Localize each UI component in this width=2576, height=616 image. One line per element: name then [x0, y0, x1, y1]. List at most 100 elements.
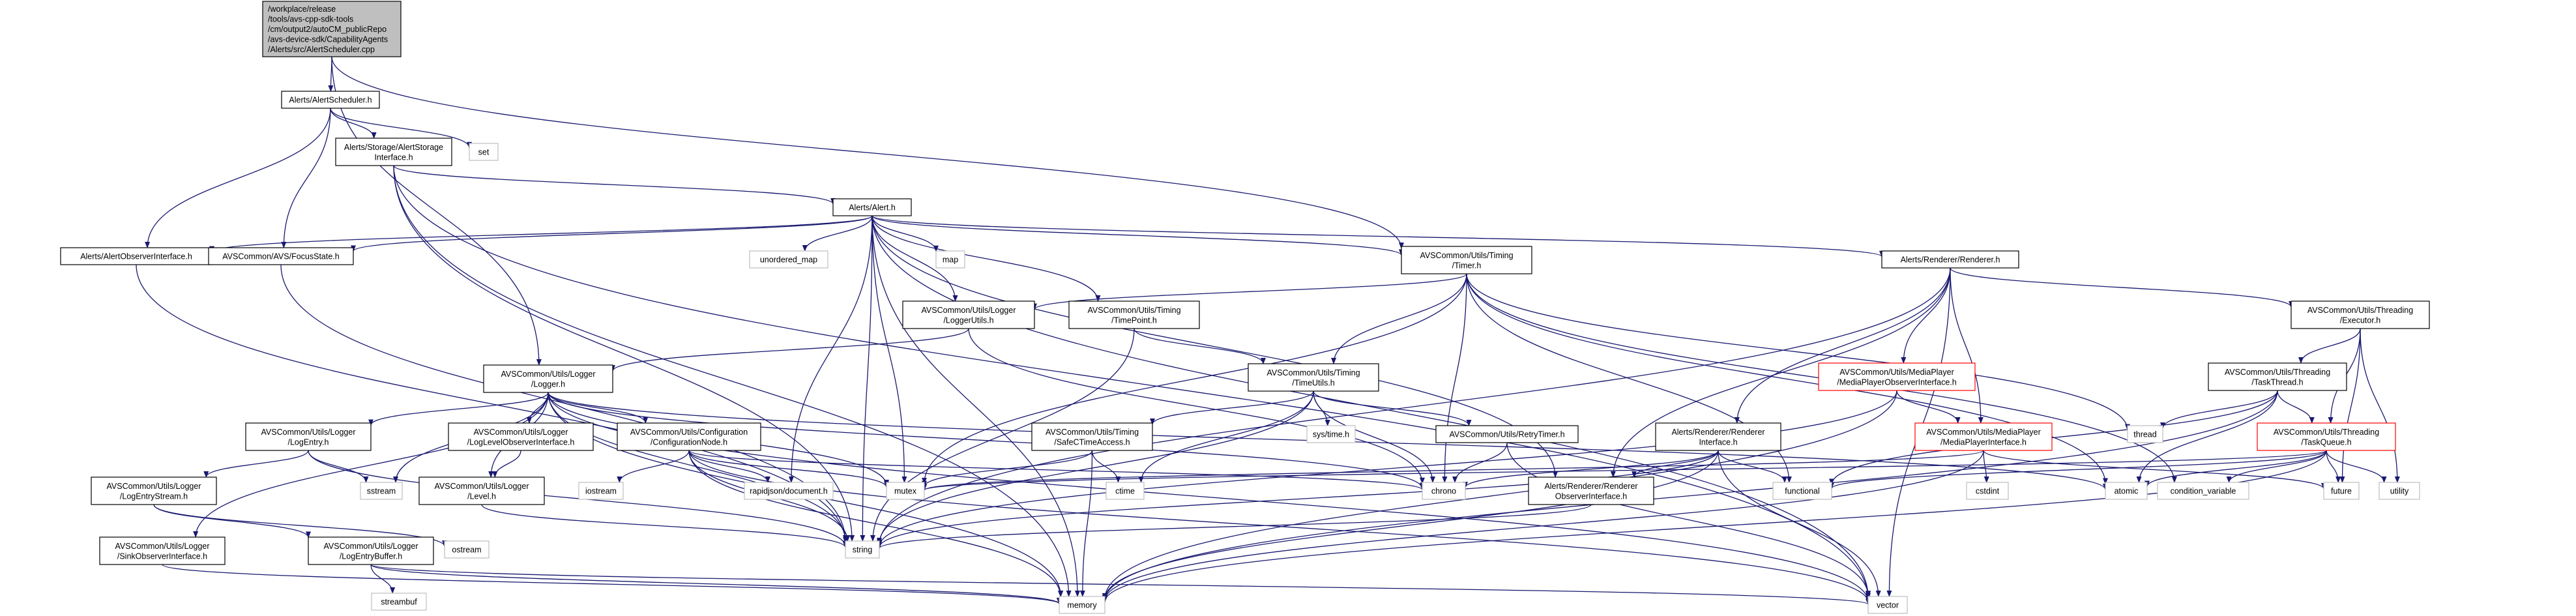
node-loggerutils[interactable]: AVSCommon/Utils/Logger/LoggerUtils.h — [902, 301, 1035, 329]
node-sinkobserver[interactable]: AVSCommon/Utils/Logger/SinkObserverInter… — [99, 536, 226, 565]
edge-alert-to-renderer — [871, 215, 1884, 257]
node-alertscheduler[interactable]: Alerts/AlertScheduler.h — [281, 91, 380, 109]
node-label-taskthread: AVSCommon/Utils/Threading — [2225, 368, 2330, 377]
node-box-confignode[interactable] — [617, 422, 761, 451]
node-box-logger[interactable] — [483, 364, 613, 393]
edge-mpobserver-to-string — [877, 390, 1897, 548]
node-box-retrytimer[interactable] — [1435, 425, 1579, 443]
node-box-logentrystream[interactable] — [91, 477, 217, 505]
node-mpinterface[interactable]: AVSCommon/Utils/MediaPlayer/MediaPlayerI… — [1914, 422, 2053, 451]
node-box-level[interactable] — [418, 477, 545, 505]
node-alert[interactable]: Alerts/Alert.h — [832, 198, 912, 216]
node-loglevelobserver[interactable]: AVSCommon/Utils/Logger/LogLevelObserverI… — [448, 422, 594, 451]
node-label-timepoint: /TimePoint.h — [1111, 315, 1157, 325]
node-box-focusstate[interactable] — [208, 247, 354, 265]
node-box-logentrybuffer[interactable] — [308, 536, 434, 565]
node-box-taskthread[interactable] — [2208, 362, 2347, 391]
node-label-confignode: AVSCommon/Utils/Configuration — [630, 428, 748, 437]
edge-alertscheduler-to-set — [330, 108, 472, 149]
node-box-rendererinterface[interactable] — [1655, 422, 1781, 451]
node-label-timeutils: AVSCommon/Utils/Timing — [1266, 368, 1360, 377]
node-box-timeutils[interactable] — [1248, 363, 1379, 392]
node-ctime: ctime — [1105, 482, 1145, 500]
edge-taskqueue-to-utility — [2326, 450, 2387, 483]
node-label-logentry: /LogEntry.h — [287, 437, 329, 447]
node-timeutils[interactable]: AVSCommon/Utils/Timing/TimeUtils.h — [1248, 363, 1379, 392]
node-mpobserver[interactable]: AVSCommon/Utils/MediaPlayer/MediaPlayerO… — [1818, 362, 1976, 391]
node-timepoint[interactable]: AVSCommon/Utils/Timing/TimePoint.h — [1068, 301, 1200, 329]
node-label-sinkobserver: AVSCommon/Utils/Logger — [115, 542, 210, 551]
edge-timeutils-to-chrono — [1313, 390, 1435, 483]
node-taskqueue[interactable]: AVSCommon/Utils/Threading/TaskQueue.h — [2257, 422, 2396, 451]
node-box-loglevelobserver[interactable] — [448, 422, 594, 451]
node-label-logentrystream: AVSCommon/Utils/Logger — [107, 482, 201, 491]
node-logentrystream[interactable]: AVSCommon/Utils/Logger/LogEntryStream.h — [91, 477, 217, 505]
node-set: set — [469, 143, 499, 161]
node-box-mpobserver[interactable] — [1818, 362, 1976, 391]
edge-mpinterface-to-mutex — [922, 450, 1984, 491]
edge-alert-to-map — [871, 215, 939, 252]
node-box-systime — [1306, 425, 1356, 443]
node-confignode[interactable]: AVSCommon/Utils/Configuration/Configurat… — [617, 422, 761, 451]
edge-layer — [136, 56, 2400, 606]
node-box-chrono — [1422, 482, 1466, 500]
node-retrytimer[interactable]: AVSCommon/Utils/RetryTimer.h — [1435, 425, 1579, 443]
node-box-mpinterface[interactable] — [1914, 422, 2053, 451]
node-box-string — [845, 540, 880, 559]
edge-timepoint-to-timeutils — [1134, 328, 1266, 364]
edge-safectime-to-ctime — [1091, 450, 1121, 483]
node-label-vector: vector — [1877, 601, 1899, 610]
node-iostream: iostream — [578, 482, 624, 500]
node-logentry[interactable]: AVSCommon/Utils/Logger/LogEntry.h — [245, 422, 372, 451]
node-alertobserver[interactable]: Alerts/AlertObserverInterface.h — [60, 247, 212, 265]
node-vector: vector — [1867, 596, 1908, 614]
node-layer: /workplace/release/tools/avs-cpp-sdk-too… — [60, 1, 2430, 614]
node-label-executor: /Executor.h — [2340, 315, 2381, 325]
node-executor[interactable]: AVSCommon/Utils/Threading/Executor.h — [2291, 301, 2430, 329]
node-label-mutex: mutex — [894, 487, 917, 496]
node-label-loggerutils: /LoggerUtils.h — [943, 315, 993, 325]
node-safectime[interactable]: AVSCommon/Utils/Timing/SafeCTimeAccess.h — [1031, 422, 1153, 451]
edge-rendererinterface-to-rendererobserver — [1632, 450, 1719, 478]
edge-renderer-to-string — [877, 267, 1951, 546]
node-box-alertstorage[interactable] — [335, 138, 452, 166]
node-logger[interactable]: AVSCommon/Utils/Logger/Logger.h — [483, 364, 613, 393]
node-box-sstream — [360, 482, 403, 500]
node-rendererobserver[interactable]: Alerts/Renderer/RendererObserverInterfac… — [1528, 477, 1654, 505]
edge-taskthread-to-memory — [1102, 390, 2278, 602]
edge-timer-to-thread — [1466, 273, 2130, 431]
node-box-alertscheduler[interactable] — [281, 91, 380, 109]
node-box-timepoint[interactable] — [1068, 301, 1200, 329]
node-box-alert[interactable] — [832, 198, 912, 216]
node-box-future — [2323, 482, 2360, 500]
edge-taskqueue-to-condvar — [2226, 450, 2327, 483]
node-root: /workplace/release/tools/avs-cpp-sdk-too… — [262, 1, 402, 57]
node-box-rendererobserver[interactable] — [1528, 477, 1654, 505]
node-box-logentry[interactable] — [245, 422, 372, 451]
node-label-alertscheduler: Alerts/AlertScheduler.h — [289, 96, 372, 105]
node-functional: functional — [1772, 482, 1832, 500]
node-box-loggerutils[interactable] — [902, 301, 1035, 329]
node-renderer[interactable]: Alerts/Renderer/Renderer.h — [1881, 250, 2019, 269]
node-focusstate[interactable]: AVSCommon/AVS/FocusState.h — [208, 247, 354, 265]
node-box-taskqueue[interactable] — [2257, 422, 2396, 451]
node-box-sinkobserver[interactable] — [99, 536, 226, 565]
node-cstdint: cstdint — [1966, 482, 2009, 500]
node-level[interactable]: AVSCommon/Utils/Logger/Level.h — [418, 477, 545, 505]
node-ostream: ostream — [444, 540, 490, 559]
edge-renderer-to-rendererobserver — [1610, 267, 1951, 478]
node-taskthread[interactable]: AVSCommon/Utils/Threading/TaskThread.h — [2208, 362, 2347, 391]
node-timer[interactable]: AVSCommon/Utils/Timing/Timer.h — [1401, 246, 1532, 274]
edge-safectime-to-memory — [1079, 450, 1093, 597]
edge-mpinterface-to-memory — [1102, 450, 1984, 602]
edge-alert-to-loggerutils — [871, 215, 958, 302]
node-box-safectime[interactable] — [1031, 422, 1153, 451]
node-label-functional: functional — [1785, 487, 1820, 496]
node-box-timer[interactable] — [1401, 246, 1532, 274]
node-logentrybuffer[interactable]: AVSCommon/Utils/Logger/LogEntryBuffer.h — [308, 536, 434, 565]
node-label-loggerutils: AVSCommon/Utils/Logger — [922, 306, 1016, 315]
node-box-renderer[interactable] — [1881, 250, 2019, 269]
node-box-executor[interactable] — [2291, 301, 2430, 329]
